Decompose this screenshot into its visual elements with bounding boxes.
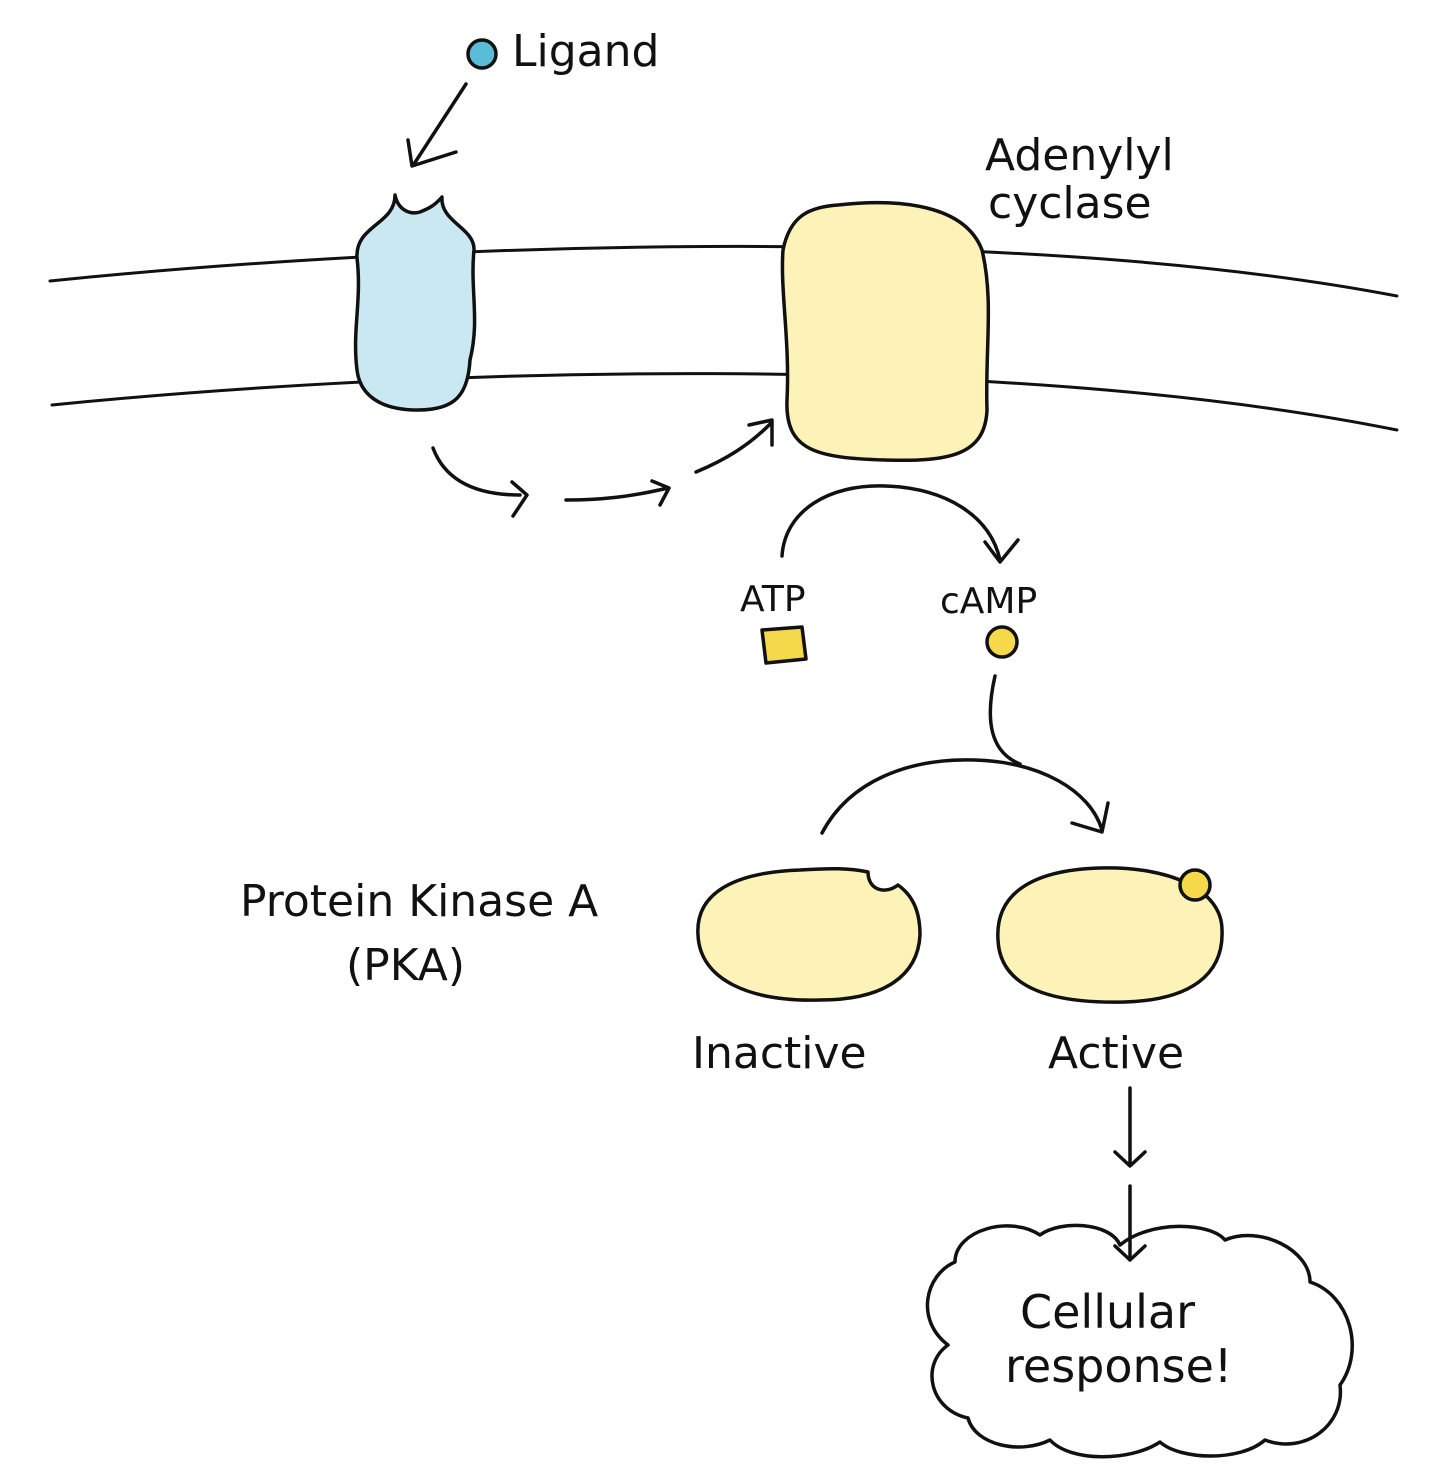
- response-label-line1: Cellular: [1020, 1285, 1195, 1339]
- atp-label: ATP: [740, 579, 806, 620]
- signal-arrow-segment-3: [694, 418, 774, 474]
- ligand-dot: [466, 38, 498, 70]
- signal-arrow-segment-2: [564, 479, 671, 507]
- response-arrow-upper-icon: [1113, 1086, 1147, 1168]
- adenylyl-cyclase-shape: [780, 200, 991, 463]
- membrane-inner-line: [50, 372, 1399, 432]
- active-pka-shape: [996, 866, 1224, 1004]
- adenylyl-cyclase-label-line1: Adenylyl: [985, 130, 1174, 181]
- signal-arrow-segment-1: [431, 446, 529, 518]
- camp-binding-line: [988, 674, 1022, 766]
- pka-label-line2: (PKA): [346, 940, 465, 991]
- response-arrow-lower-icon: [1113, 1184, 1147, 1262]
- membrane-outer-line: [48, 244, 1399, 298]
- camp-label: cAMP: [940, 581, 1037, 622]
- inactive-pka-shape: [696, 866, 922, 1002]
- camp-dot: [985, 625, 1019, 659]
- pka-activation-arrow-icon: [820, 758, 1110, 835]
- atp-square: [760, 625, 808, 665]
- active-label: Active: [1048, 1028, 1184, 1079]
- inactive-label: Inactive: [692, 1028, 867, 1079]
- ligand-label: Ligand: [512, 26, 659, 77]
- pka-label-line1: Protein Kinase A: [240, 876, 598, 927]
- response-cloud-shape: [925, 1223, 1354, 1459]
- active-pka-camp-dot: [1178, 868, 1212, 902]
- receptor-shape: [353, 193, 477, 412]
- adenylyl-cyclase-label-line2: cyclase: [988, 178, 1152, 229]
- ligand-arrow-icon: [406, 82, 468, 168]
- atp-to-camp-arrow-icon: [780, 484, 1020, 564]
- response-label-line2: response!: [1005, 1339, 1232, 1393]
